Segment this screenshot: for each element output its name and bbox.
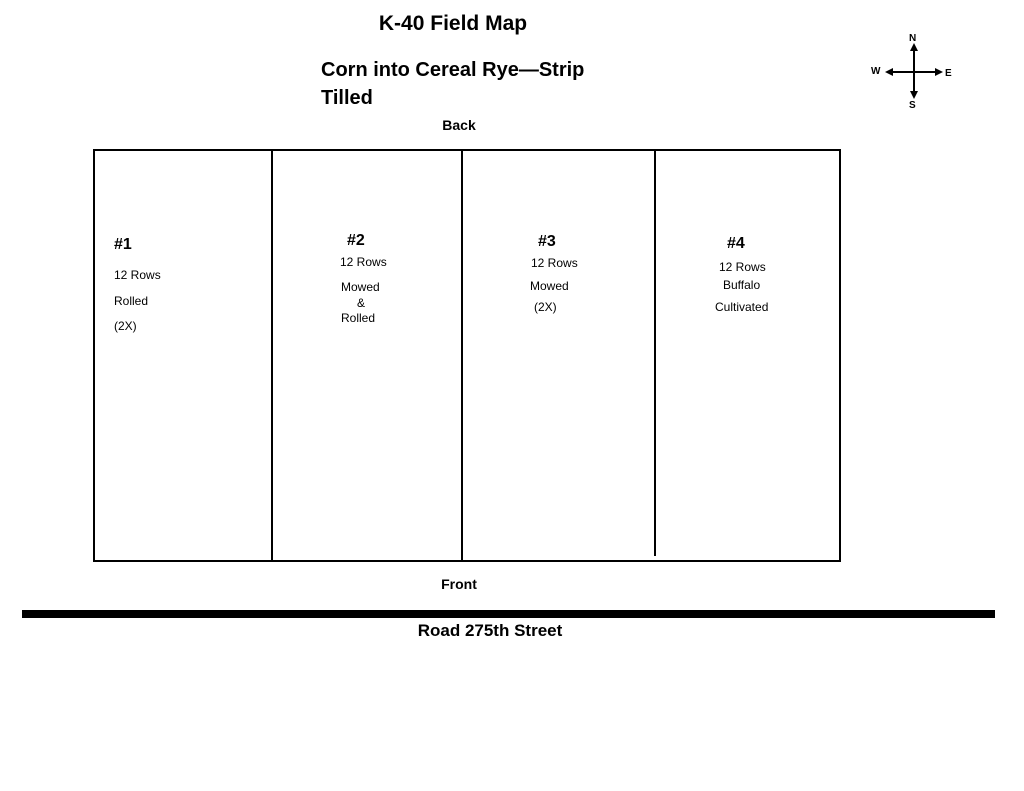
plot-2-rows: 12 Rows: [340, 255, 387, 269]
plot-4-treatment: Buffalo: [723, 278, 761, 292]
compass-west-label: W: [871, 66, 881, 77]
plot-2-ampersand: &: [357, 296, 366, 310]
plot-2-number: #2: [347, 232, 365, 249]
field-outline: #1 12 Rows Rolled (2X) #2 12 Rows Mowed …: [93, 149, 841, 562]
road-line: [22, 610, 995, 618]
road-label: Road 275th Street: [417, 621, 563, 640]
plot-1-passes: (2X): [114, 319, 137, 333]
front-label: Front: [441, 576, 477, 592]
compass-arrows-icon: [885, 43, 943, 99]
plot-2: #2 12 Rows Mowed & Rolled: [273, 151, 461, 560]
plot-4-treatment-2: Cultivated: [715, 300, 769, 314]
compass-south-label: S: [909, 100, 916, 111]
compass-north-label: N: [909, 33, 917, 44]
map-subtitle: Corn into Cereal Rye—Strip Tilled: [321, 59, 585, 109]
plot-3-rows: 12 Rows: [531, 256, 578, 270]
plot-4-number: #4: [727, 235, 745, 252]
plot-divider: [271, 151, 273, 560]
plot-divider: [654, 151, 656, 556]
back-label: Back: [442, 117, 476, 133]
plot-1-number: #1: [114, 236, 132, 253]
plot-3-treatment: Mowed: [530, 279, 569, 293]
plot-2-treatment: Mowed: [341, 280, 380, 294]
plot-2-treatment-2: Rolled: [341, 311, 376, 325]
plot-3: #3 12 Rows Mowed (2X): [463, 151, 654, 560]
plot-1-treatment: Rolled: [114, 294, 149, 308]
plot-4-rows: 12 Rows: [719, 260, 766, 274]
plot-1: #1 12 Rows Rolled (2X): [95, 151, 271, 560]
plot-1-rows: 12 Rows: [114, 268, 161, 282]
plot-divider: [461, 151, 463, 560]
plot-4: #4 12 Rows Buffalo Cultivated: [656, 151, 839, 560]
plot-3-number: #3: [538, 233, 556, 250]
compass-rose: N S W E: [868, 30, 956, 114]
map-title: K-40 Field Map: [378, 12, 528, 35]
compass-east-label: E: [945, 68, 952, 79]
plot-3-passes: (2X): [534, 300, 557, 314]
